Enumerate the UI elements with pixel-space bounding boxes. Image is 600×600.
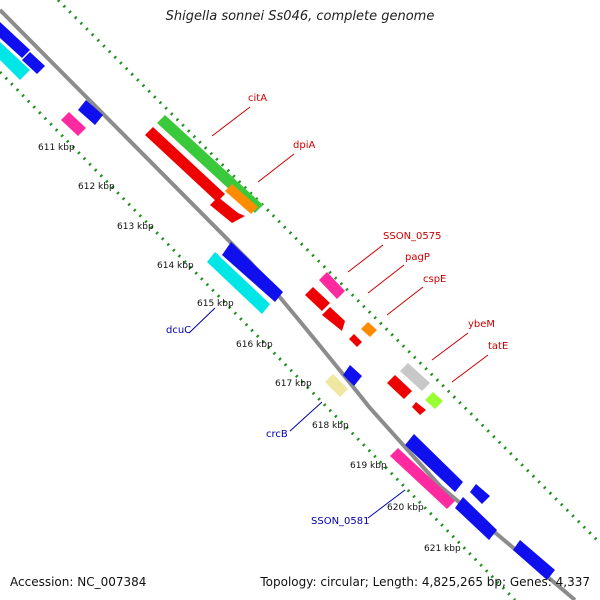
gene-magenta-reverse-1[interactable] (61, 112, 86, 136)
tick-label: 614 kbp (157, 261, 194, 271)
gene-label-citA[interactable]: citA (248, 93, 267, 104)
gene-tatE[interactable] (425, 392, 443, 409)
gene-label-leader (451, 354, 489, 383)
gene-red-forward-3[interactable] (322, 307, 345, 331)
gene-label-dcuC[interactable]: dcuC (166, 325, 191, 336)
gene-red-forward-6[interactable] (412, 402, 426, 415)
tick-label: 615 kbp (197, 299, 234, 309)
gene-labels: citA dpiA SSON_0575 pagP cspE ybeM tatE dcuC crc… (166, 93, 508, 527)
tick-label: 620 kbp (387, 503, 424, 513)
gene-red-forward-5[interactable] (387, 375, 412, 399)
inner-dotted-guide (0, 70, 517, 600)
tick-label: 621 kbp (424, 544, 461, 554)
gene-blue-reverse-4[interactable] (222, 242, 283, 302)
tick-label: 613 kbp (117, 222, 154, 232)
gene-red-forward-1[interactable] (145, 127, 225, 202)
tick-label: 617 kbp (275, 379, 312, 389)
gene-label-ybeM[interactable]: ybeM (468, 319, 495, 330)
gene-label-tatE[interactable]: tatE (488, 341, 508, 352)
gene-label-leader (347, 244, 384, 273)
gene-cyan-reverse-1[interactable] (0, 42, 30, 80)
genome-backbone (0, 8, 577, 600)
gene-blue-reverse-7[interactable] (455, 497, 497, 540)
gene-label-dpiA[interactable]: dpiA (293, 140, 315, 151)
tick-labels: 611 kbp 612 kbp 613 kbp 614 kbp 615 kbp 616 k… (38, 143, 461, 554)
gene-label-leader (211, 106, 251, 137)
gene-label-leader (386, 286, 424, 316)
gene-label-leader (367, 489, 406, 519)
gene-cspE[interactable] (361, 322, 377, 337)
tick-label: 611 kbp (38, 143, 75, 153)
tick-label: 619 kbp (350, 461, 387, 471)
gene-label-leader (188, 307, 216, 334)
gene-pagP[interactable] (305, 287, 330, 311)
summary-text: Topology: circular; Length: 4,825,265 bp… (260, 575, 590, 589)
gene-crcB[interactable] (325, 374, 348, 397)
gene-ybeM[interactable] (400, 363, 430, 391)
gene-label-leader (289, 401, 323, 432)
gene-blue-reverse-1[interactable] (0, 22, 30, 58)
gene-dcuC[interactable] (207, 252, 270, 314)
accession-text: Accession: NC_007384 (10, 575, 147, 589)
gene-label-crcB[interactable]: crcB (266, 429, 288, 440)
tick-label: 616 kbp (236, 340, 273, 350)
gene-label-leader (431, 332, 469, 361)
map-title: Shigella sonnei Ss046, complete genome (165, 9, 435, 24)
gene-blue-reverse-5[interactable] (343, 365, 362, 386)
gene-label-cspE[interactable]: cspE (423, 274, 446, 285)
gene-red-forward-4[interactable] (349, 334, 362, 347)
gene-blue-reverse-3[interactable] (78, 100, 103, 125)
tick-label: 612 kbp (78, 182, 115, 192)
gene-label-pagP[interactable]: pagP (405, 252, 430, 263)
gene-dpiA[interactable] (225, 184, 258, 214)
gene-blue-reverse-8[interactable] (470, 484, 490, 504)
gene-blue-reverse-9[interactable] (513, 540, 555, 580)
gene-blue-reverse-6[interactable] (405, 434, 463, 492)
gene-label-SSON_0581[interactable]: SSON_0581 (311, 516, 370, 527)
gene-label-leader (257, 153, 295, 183)
gene-red-forward-2[interactable] (210, 197, 245, 223)
gene-label-leader (367, 264, 405, 294)
gene-SSON_0581[interactable] (390, 448, 455, 509)
outer-dotted-guide (56, 0, 600, 545)
gene-label-SSON_0575[interactable]: SSON_0575 (383, 231, 442, 242)
gene-SSON_0575[interactable] (319, 272, 345, 299)
tick-label: 618 kbp (312, 421, 349, 431)
gene-blue-reverse-2[interactable] (22, 52, 45, 74)
